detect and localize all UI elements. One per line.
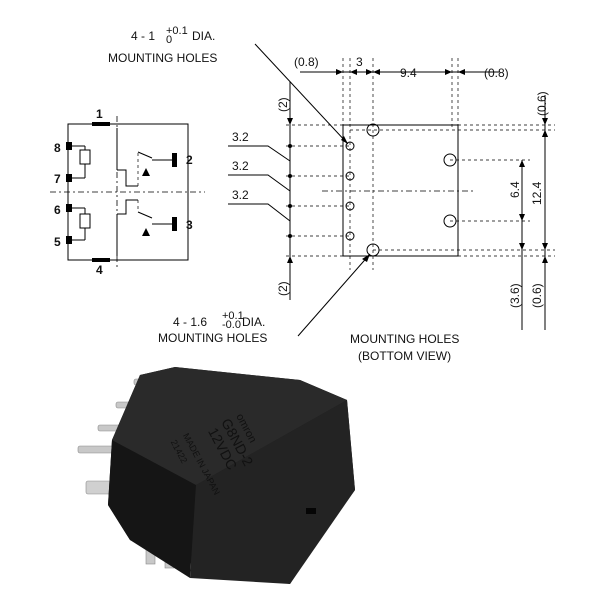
dim-right-12-4: 12.4 bbox=[530, 181, 544, 205]
mounting-hole-large bbox=[366, 243, 380, 257]
pin-5-terminal bbox=[66, 236, 72, 244]
mounting-hole-small bbox=[345, 231, 355, 241]
contact-arm-lower bbox=[137, 211, 153, 219]
pin-3-terminal bbox=[172, 217, 177, 231]
dim-right-0-6-top: (0.6) bbox=[535, 91, 549, 116]
caption-line1: MOUNTING HOLES bbox=[350, 332, 459, 346]
bottom-callout-tol-upper: +0.1 bbox=[222, 310, 244, 322]
pin-6-label: 6 bbox=[54, 203, 61, 217]
coil-lower bbox=[79, 213, 91, 229]
pin-4-label: 4 bbox=[96, 263, 103, 277]
dim-right-3-6: (3.6) bbox=[508, 283, 522, 308]
mounting-hole-large bbox=[443, 153, 457, 167]
contact-arm-upper bbox=[137, 151, 153, 159]
top-callout-suffix: DIA. bbox=[192, 29, 215, 43]
dim-right-6-4: 6.4 bbox=[508, 181, 522, 198]
mounting-hole-large bbox=[366, 123, 380, 137]
caption-line2: (BOTTOM VIEW) bbox=[358, 349, 451, 363]
pin-7-terminal bbox=[66, 174, 72, 182]
mounting-hole-small bbox=[345, 201, 355, 211]
pin-6-terminal bbox=[66, 204, 72, 212]
dim-top-0-8: (0.8) bbox=[294, 55, 319, 69]
pin-1-label: 1 bbox=[96, 107, 103, 121]
top-hole-callout: 4 - 1 +0.1 0 DIA. MOUNTING HOLES bbox=[108, 25, 349, 145]
pin-7-label: 7 bbox=[54, 172, 61, 186]
pin-5-label: 5 bbox=[54, 235, 61, 249]
pin-2-terminal bbox=[172, 153, 177, 167]
mounting-hole-small bbox=[345, 141, 355, 151]
dim-pitch-1: 3.2 bbox=[232, 130, 249, 144]
schematic-outline bbox=[67, 123, 189, 261]
bottom-callout-line2: MOUNTING HOLES bbox=[158, 331, 267, 345]
footprint-outline bbox=[342, 124, 459, 257]
bottom-hole-callout: 4 - 1.6 +0.1 -0.0 DIA. MOUNTING HOLES bbox=[158, 253, 371, 345]
pin-2-label: 2 bbox=[186, 153, 193, 167]
dim-top-0-8-right: (0.8) bbox=[484, 66, 509, 80]
top-callout-tol-upper: +0.1 bbox=[166, 25, 188, 37]
dim-top-3: 3 bbox=[356, 55, 363, 69]
mounting-hole-large bbox=[443, 214, 457, 228]
bottom-callout-tol-lower: -0.0 bbox=[222, 319, 241, 331]
dim-right-0-6-bottom: (0.6) bbox=[530, 283, 544, 308]
pin-3-label: 3 bbox=[186, 218, 193, 232]
bottom-callout-suffix: DIA. bbox=[242, 315, 265, 329]
dim-left-2-top: (2) bbox=[276, 97, 290, 112]
relay-photo: omron G8ND-2 12VDC MADE IN JAPAN 21422 bbox=[77, 367, 355, 584]
bottom-callout-prefix: 4 - 1.6 bbox=[173, 315, 207, 329]
top-callout-tol-lower: 0 bbox=[166, 34, 172, 46]
top-callout-prefix: 4 - 1 bbox=[131, 29, 155, 43]
mounting-hole-drawing: (0.8) 3 9.4 (0.8) (0.6) 6.4 12.4 (3.6) (… bbox=[108, 25, 555, 363]
mounting-hole-small bbox=[345, 171, 355, 181]
coil-upper bbox=[79, 149, 91, 165]
dim-left-2-bottom: (2) bbox=[276, 281, 290, 296]
dim-pitch-3: 3.2 bbox=[232, 188, 249, 202]
dim-top-9-4: 9.4 bbox=[400, 66, 417, 80]
relay-schematic: 1 2 3 4 5 6 7 8 bbox=[50, 107, 205, 277]
pin-8-label: 8 bbox=[54, 141, 61, 155]
dim-pitch-2: 3.2 bbox=[232, 159, 249, 173]
pin-8-terminal bbox=[66, 142, 72, 150]
top-callout-line2: MOUNTING HOLES bbox=[108, 51, 217, 65]
